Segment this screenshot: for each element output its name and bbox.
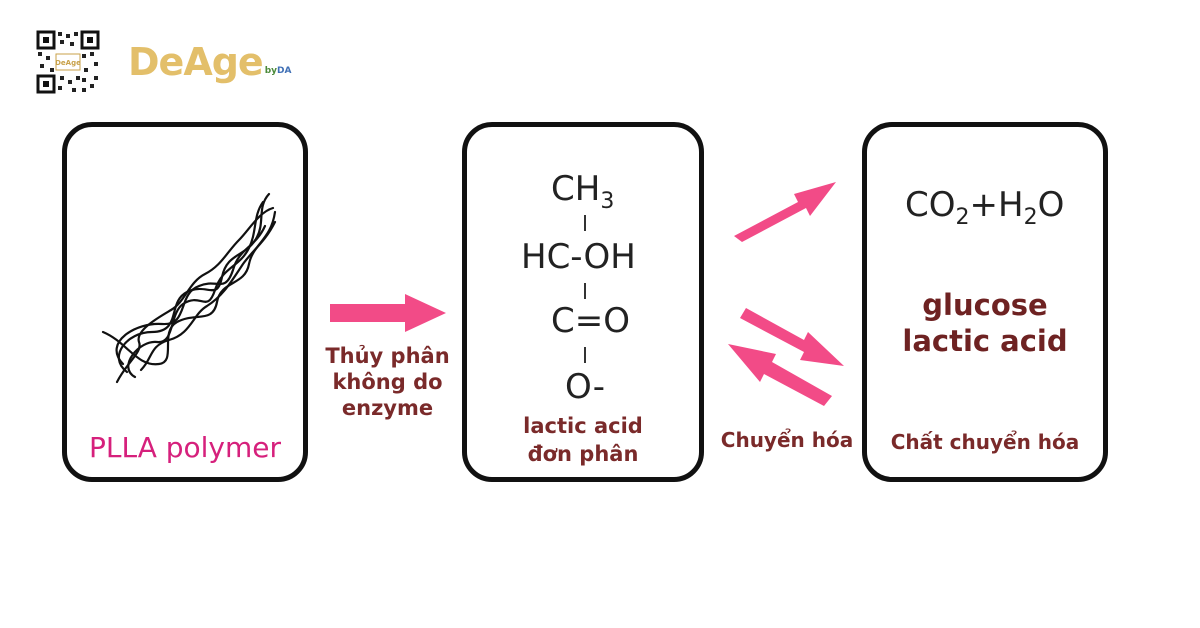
- brand-name: DeAge: [128, 40, 264, 84]
- conversion-arrow-back: [728, 344, 832, 406]
- metabolite-glucose: glucose: [922, 288, 1048, 322]
- plla-polymer-caption: PLLA polymer: [88, 431, 282, 464]
- qr-code-icon: DeAge: [36, 30, 100, 94]
- hydrolysis-label: Thủy phân không do enzyme: [315, 343, 460, 421]
- brand-by-text: by: [264, 66, 278, 76]
- hydrolysis-label-line-1: Thủy phân: [325, 344, 450, 368]
- bond-1: [584, 215, 586, 231]
- metabolite-box: CO2+H2O glucose lactic acid Chất chuyển …: [862, 122, 1108, 482]
- formula-h-sub: 2: [1023, 204, 1038, 230]
- formula-ch: CH: [551, 169, 601, 209]
- conversion-label: Chuyển hóa: [720, 428, 854, 452]
- qr-label: DeAge: [55, 59, 81, 67]
- hydrolysis-arrow: [330, 294, 446, 332]
- metabolite-lactic-acid: lactic acid: [902, 324, 1068, 358]
- brand-logo: DeAge DeAge byDA: [36, 30, 291, 94]
- bond-3: [584, 347, 586, 363]
- caption-line-2: đơn phân: [527, 442, 639, 466]
- plla-polymer-box: PLLA polymer: [62, 122, 308, 482]
- formula-o-minus: O-: [565, 367, 605, 407]
- lactic-acid-monomer-box: CH3 HC-OH C=O O- lactic acid đơn phân: [462, 122, 704, 482]
- metabolite-caption: Chất chuyển hóa: [890, 430, 1080, 454]
- formula-c-o: C=O: [551, 301, 630, 341]
- conversion-arrow-down: [740, 308, 844, 366]
- brand-by: byDA: [265, 66, 292, 76]
- formula-co-sub: 2: [955, 204, 970, 230]
- formula-o: O: [1037, 185, 1065, 225]
- hydrolysis-label-line-3: enzyme: [341, 396, 434, 420]
- hydrolysis-label-line-2: không do: [332, 370, 443, 394]
- bond-2: [584, 283, 586, 299]
- formula-ch3: CH3: [551, 169, 614, 214]
- caption-line-1: lactic acid: [523, 414, 643, 438]
- conversion-arrow-up: [734, 182, 836, 242]
- formula-hc-oh: HC-OH: [521, 237, 636, 277]
- brand-org: DA: [277, 66, 292, 76]
- formula-co2-h2o: CO2+H2O: [905, 185, 1064, 230]
- polymer-helix-icon: [101, 192, 277, 384]
- metabolite-names: glucose lactic acid: [867, 287, 1103, 359]
- lactic-acid-caption: lactic acid đơn phân: [467, 412, 699, 468]
- formula-co: CO: [905, 185, 956, 225]
- formula-ch-sub: 3: [600, 188, 615, 214]
- formula-h: +H: [969, 185, 1024, 225]
